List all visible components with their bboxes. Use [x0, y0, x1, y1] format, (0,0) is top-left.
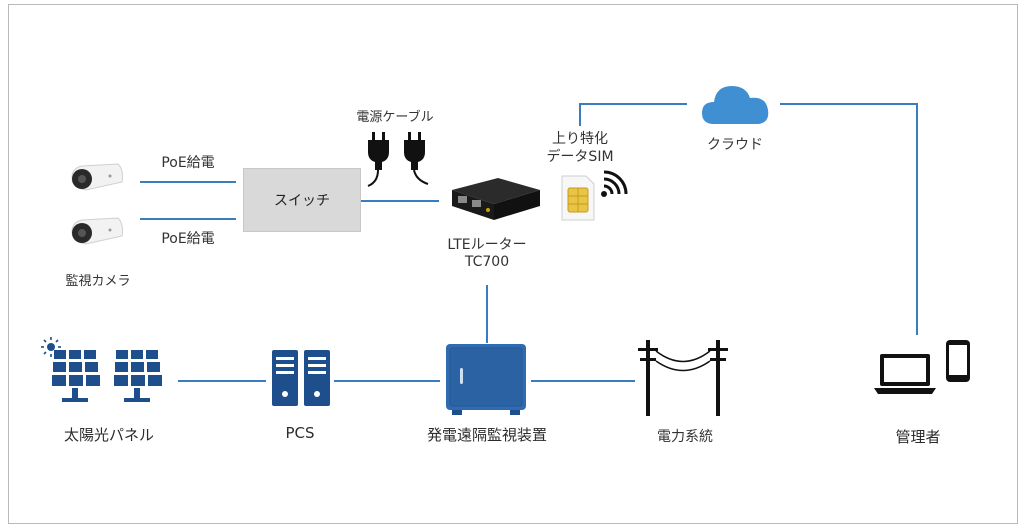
sim-label-line1: 上り特化 — [552, 131, 608, 147]
sim-up-line — [579, 104, 581, 126]
power-cable-label: 電源ケーブル — [356, 110, 434, 125]
poe-label-top: PoE給電 — [161, 155, 215, 171]
grid-label: 電力系統 — [657, 429, 713, 445]
monitor-label: 発電遠隔監視装置 — [426, 426, 547, 444]
cloud-label: クラウド — [707, 137, 763, 153]
camera-label: 監視カメラ — [65, 274, 131, 289]
router-label-line2: TC700 — [464, 254, 510, 270]
pcs-monitor-line — [334, 380, 440, 382]
monitor-grid-line — [531, 380, 635, 382]
plug-icon — [404, 132, 429, 185]
wifi-icon — [601, 170, 628, 197]
laptop-icon — [874, 354, 936, 394]
sim-card-icon — [561, 175, 595, 221]
power-pole-icon — [638, 340, 728, 416]
plug-icon — [367, 132, 389, 187]
cloud-admin-line — [780, 103, 917, 105]
router-monitor-line — [486, 285, 488, 343]
admin-label: 管理者 — [895, 428, 941, 446]
smartphone-icon — [946, 340, 970, 382]
server-icon — [272, 350, 330, 406]
cabinet-icon — [446, 344, 526, 415]
camera-bottom-line — [140, 218, 236, 220]
pcs-label: PCS — [285, 424, 315, 442]
solar-panel-icon — [114, 350, 162, 402]
diagram-frame — [8, 4, 1018, 524]
sim-label-line2: データSIM — [546, 149, 614, 165]
solar-pcs-line — [178, 380, 266, 382]
cloud-icon — [702, 86, 769, 124]
switch-box: スイッチ — [243, 168, 361, 232]
switch-router-line — [361, 200, 439, 202]
switch-label: スイッチ — [274, 193, 330, 209]
camera-icon — [71, 217, 123, 245]
sim-cloud-line — [579, 103, 687, 105]
poe-label-bottom: PoE給電 — [161, 231, 215, 247]
solar-panel-icon — [52, 350, 100, 402]
admin-vertical-line — [916, 103, 918, 335]
solar-label: 太陽光パネル — [63, 426, 154, 444]
router-label-line1: LTEルーター — [447, 237, 527, 253]
camera-top-line — [140, 181, 236, 183]
camera-icon — [71, 163, 123, 191]
router-icon — [452, 178, 540, 220]
